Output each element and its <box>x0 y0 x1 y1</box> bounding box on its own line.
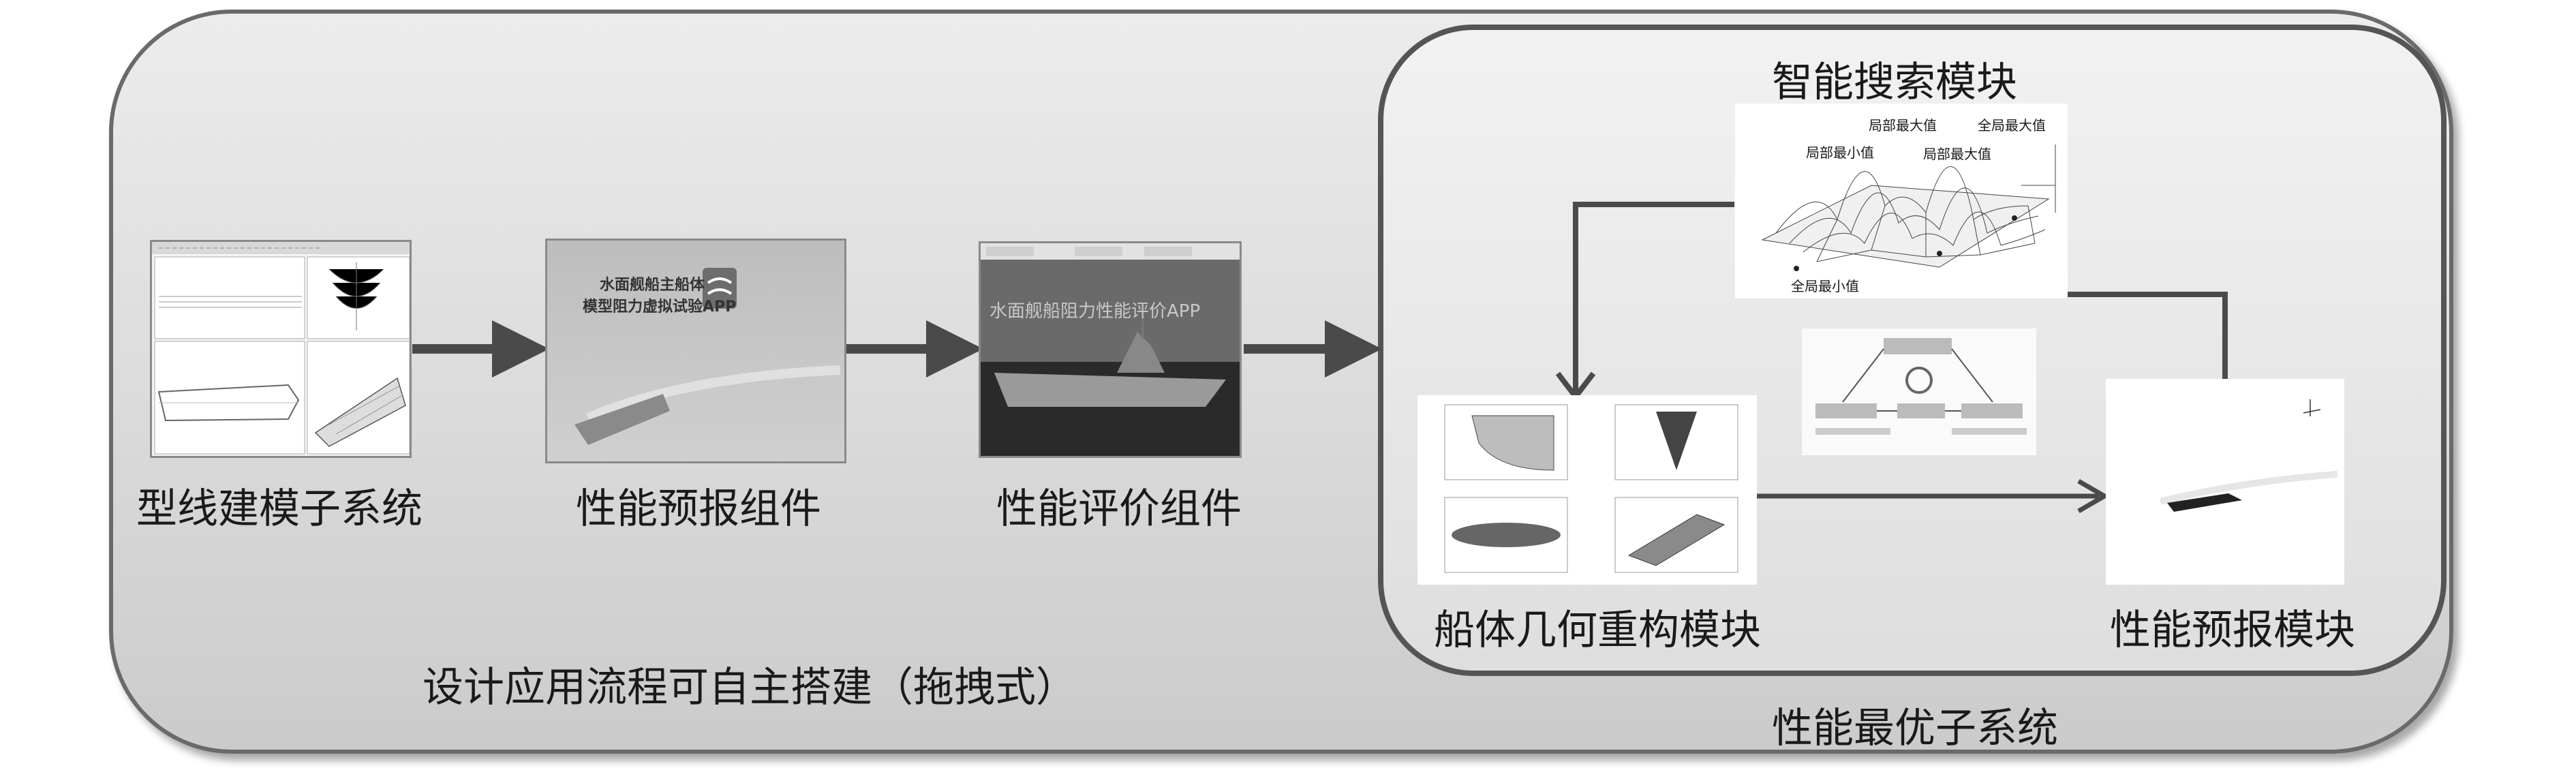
eval-app-title: 水面舰船阻力性能评价APP <box>990 301 1201 322</box>
surface-global-max: 全局最大值 <box>1978 117 2046 134</box>
hull-reconstruct-label: 船体几何重构模块 <box>1434 606 1761 654</box>
hull-reconstruct-plots <box>1417 395 1757 585</box>
cycle-diagram <box>1802 328 2036 455</box>
perf-eval-component-label: 性能评价组件 <box>996 485 1242 533</box>
line-modeling-label: 型线建模子系统 <box>136 485 423 533</box>
eval-app-screenshot[interactable] <box>979 241 1242 458</box>
smart-search-label: 智能搜索模块 <box>1772 59 2017 106</box>
line-modeling-screenshot <box>150 240 412 458</box>
surface-plot <box>1735 104 2068 298</box>
forecast-app-screenshot[interactable] <box>545 239 846 463</box>
surface-local-max-2: 局部最大值 <box>1923 146 1991 162</box>
forecast-app-title-1: 水面舰船主船体 <box>600 277 705 294</box>
surface-local-max: 局部最大值 <box>1869 117 1937 134</box>
forecast-module-label: 性能预报模块 <box>2110 606 2355 654</box>
forecast-app-title-2: 模型阻力虚拟试验APP <box>583 298 737 316</box>
optimal-subsystem-label: 性能最优子系统 <box>1772 705 2058 752</box>
perf-forecast-component-label: 性能预报组件 <box>576 485 821 533</box>
forecast-module-render <box>2106 379 2344 585</box>
surface-local-min: 局部最小值 <box>1806 144 1874 161</box>
flow-caption: 设计应用流程可自主搭建（拖拽式） <box>423 664 1077 711</box>
surface-global-min: 全局最小值 <box>1791 278 1859 294</box>
